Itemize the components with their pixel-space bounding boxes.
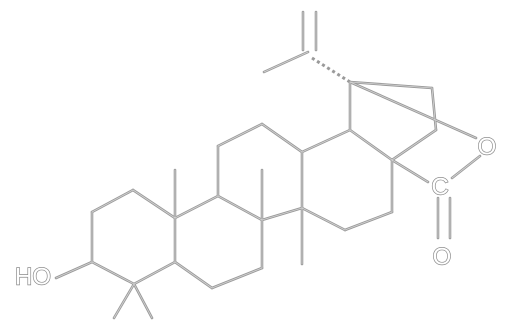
bond-highlight-4 xyxy=(431,87,437,131)
bond-highlight-31 xyxy=(132,189,176,219)
atom-labels: HO O C O xyxy=(14,133,497,291)
bond-highlight-28 xyxy=(211,267,263,289)
bond-highlight-34 xyxy=(91,261,135,285)
bond-highlight-6 xyxy=(349,129,393,161)
atom-label-hydroxyl: HO xyxy=(15,263,51,290)
bond-highlight-37 xyxy=(113,283,135,319)
bond-highlight-35 xyxy=(133,261,176,285)
atom-label-ring-oxygen: O xyxy=(478,133,497,160)
bond-lines xyxy=(54,10,482,320)
bond-highlight-21 xyxy=(217,195,263,221)
bond-highlight-5 xyxy=(391,129,437,161)
bond-highlight-38 xyxy=(133,283,153,319)
bond-highlight-14 xyxy=(344,211,393,231)
bond-highlight-25 xyxy=(174,195,219,219)
bond-highlight-17 xyxy=(301,129,351,153)
bond-highlights xyxy=(55,11,481,319)
bond-highlight-3 xyxy=(349,81,433,89)
bond-highlight-27 xyxy=(174,261,213,289)
bond-highlight-10 xyxy=(391,159,429,183)
atom-label-carbonyl-oxygen: O xyxy=(433,243,452,270)
bond-highlight-15 xyxy=(301,207,346,231)
bond-highlight-36 xyxy=(55,261,93,279)
bond-highlight-32 xyxy=(91,189,134,213)
bond-highlight-18 xyxy=(261,123,303,153)
bond-highlight-9 xyxy=(451,155,481,179)
atom-label-carbonyl-carbon: C xyxy=(431,173,448,200)
bond-highlight-22 xyxy=(261,207,303,221)
bond-highlight-2 xyxy=(263,51,309,73)
bond-highlight-19 xyxy=(217,123,263,147)
bond-highlight-8 xyxy=(349,81,477,139)
bond-isopropenyl-hashed xyxy=(311,56,351,84)
